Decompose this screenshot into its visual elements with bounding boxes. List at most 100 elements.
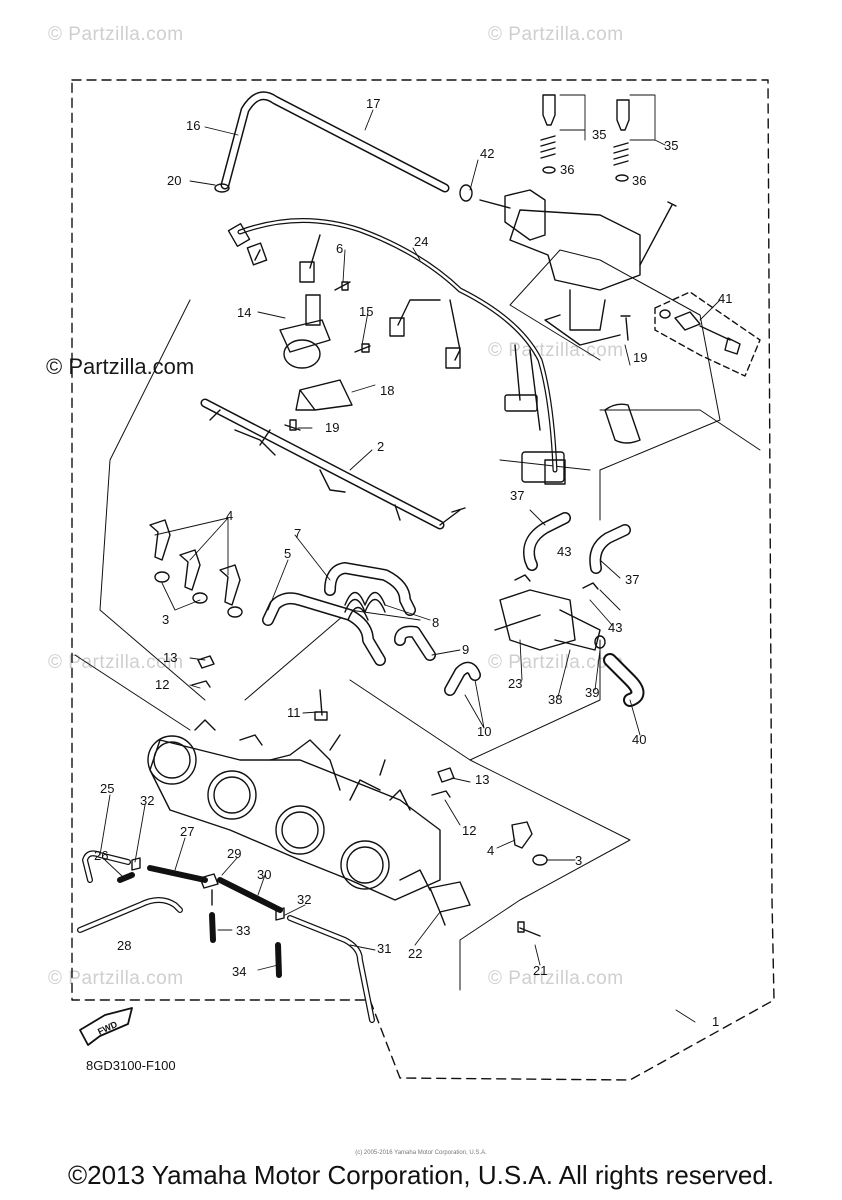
copyright-footer: ©2013 Yamaha Motor Corporation, U.S.A. A… — [67, 1160, 775, 1190]
callout-35: 35 — [592, 127, 606, 142]
callout-43: 43 — [557, 544, 571, 559]
long-screw — [639, 201, 677, 266]
callout-13: 13 — [163, 650, 177, 665]
regulator-block — [509, 209, 641, 291]
callout-19: 19 — [325, 420, 339, 435]
callout-3: 3 — [575, 853, 582, 868]
callout-24: 24 — [414, 234, 428, 249]
box-41 — [654, 291, 761, 377]
hose-26 — [117, 872, 135, 883]
oring-36 — [615, 174, 629, 182]
connector — [504, 394, 538, 412]
screw-11 — [314, 689, 328, 721]
callout-36: 36 — [632, 173, 646, 188]
screw-19-right — [620, 315, 631, 341]
screw-15 — [354, 343, 371, 353]
callout-35: 35 — [664, 138, 678, 153]
clamp-20 — [214, 183, 230, 193]
bracket-18 — [295, 379, 353, 411]
callout-36: 36 — [560, 162, 574, 177]
screw-6 — [334, 281, 351, 291]
callout-8: 8 — [432, 615, 439, 630]
oring-3-right — [532, 854, 548, 866]
callout-39: 39 — [585, 685, 599, 700]
hose-34 — [275, 942, 282, 978]
callout-9: 9 — [462, 642, 469, 657]
clamp-42 — [459, 184, 473, 202]
oring-3 — [192, 592, 208, 604]
connector — [389, 317, 405, 337]
oring-36 — [542, 166, 556, 174]
callout-19: 19 — [633, 350, 647, 365]
callout-16: 16 — [186, 118, 200, 133]
injector-4 — [149, 519, 171, 561]
clip-43 — [514, 574, 531, 582]
connector — [227, 223, 251, 247]
callout-23: 23 — [508, 676, 522, 691]
sensor-22 — [429, 881, 471, 926]
injector-4 — [179, 549, 201, 591]
callout-4: 4 — [226, 508, 233, 523]
throttle-body — [149, 739, 441, 901]
callout-4: 4 — [487, 843, 494, 858]
callout-28: 28 — [117, 938, 131, 953]
watermark: © Partzilla.com — [488, 24, 624, 45]
clip-43 — [582, 582, 599, 590]
connector — [445, 347, 461, 369]
sensor-14 — [279, 319, 331, 353]
regulator-pipe — [479, 189, 546, 241]
rail-mounts — [209, 409, 401, 521]
throttle-bore — [147, 735, 197, 785]
watermark: © Partzilla.com — [488, 968, 624, 989]
callout-34: 34 — [232, 964, 246, 979]
callout-7: 7 — [294, 526, 301, 541]
callout-38: 38 — [548, 692, 562, 707]
connector — [299, 261, 315, 283]
joint-23 — [494, 589, 576, 651]
spring — [540, 135, 556, 159]
clip-12 — [191, 680, 211, 688]
callout-10: 10 — [477, 724, 491, 739]
hose-33 — [209, 912, 216, 943]
screw-19 — [284, 419, 301, 431]
tee-32 — [131, 857, 141, 871]
callout-12: 12 — [462, 823, 476, 838]
adjuster-41 — [674, 311, 741, 355]
injector-4 — [219, 564, 241, 606]
callout-22: 22 — [408, 946, 422, 961]
throttle-bore — [340, 840, 390, 890]
callout-43: 43 — [608, 620, 622, 635]
fwd-arrow — [79, 1007, 133, 1046]
watermark: © Partzilla.com — [48, 968, 184, 989]
bolt-21 — [517, 921, 541, 937]
callout-32: 32 — [140, 793, 154, 808]
callout-18: 18 — [380, 383, 394, 398]
callout-21: 21 — [533, 963, 547, 978]
callout-1: 1 — [712, 1014, 719, 1029]
callout-41: 41 — [718, 291, 732, 306]
callout-20: 20 — [167, 173, 181, 188]
fwd-label: FWD — [96, 1019, 119, 1037]
spring — [613, 142, 629, 166]
connector — [246, 242, 268, 266]
cap-13 — [197, 655, 215, 669]
connector — [544, 459, 566, 485]
callout-2: 2 — [377, 439, 384, 454]
callout-13: 13 — [475, 772, 489, 787]
clip-12-right — [431, 790, 451, 798]
tube — [604, 403, 641, 444]
callout-30: 30 — [257, 867, 271, 882]
throttle-bore — [275, 805, 325, 855]
callout-17: 17 — [366, 96, 380, 111]
watermark: © Partzilla.com — [48, 652, 184, 673]
watermark-dark: © Partzilla.com — [46, 354, 195, 379]
callout-33: 33 — [236, 923, 250, 938]
callout-37: 37 — [510, 488, 524, 503]
callout-40: 40 — [632, 732, 646, 747]
watermark: © Partzilla.com — [488, 340, 624, 361]
callout-6: 6 — [336, 241, 343, 256]
callout-3: 3 — [162, 612, 169, 627]
callout-29: 29 — [227, 846, 241, 861]
callout-5: 5 — [284, 546, 291, 561]
